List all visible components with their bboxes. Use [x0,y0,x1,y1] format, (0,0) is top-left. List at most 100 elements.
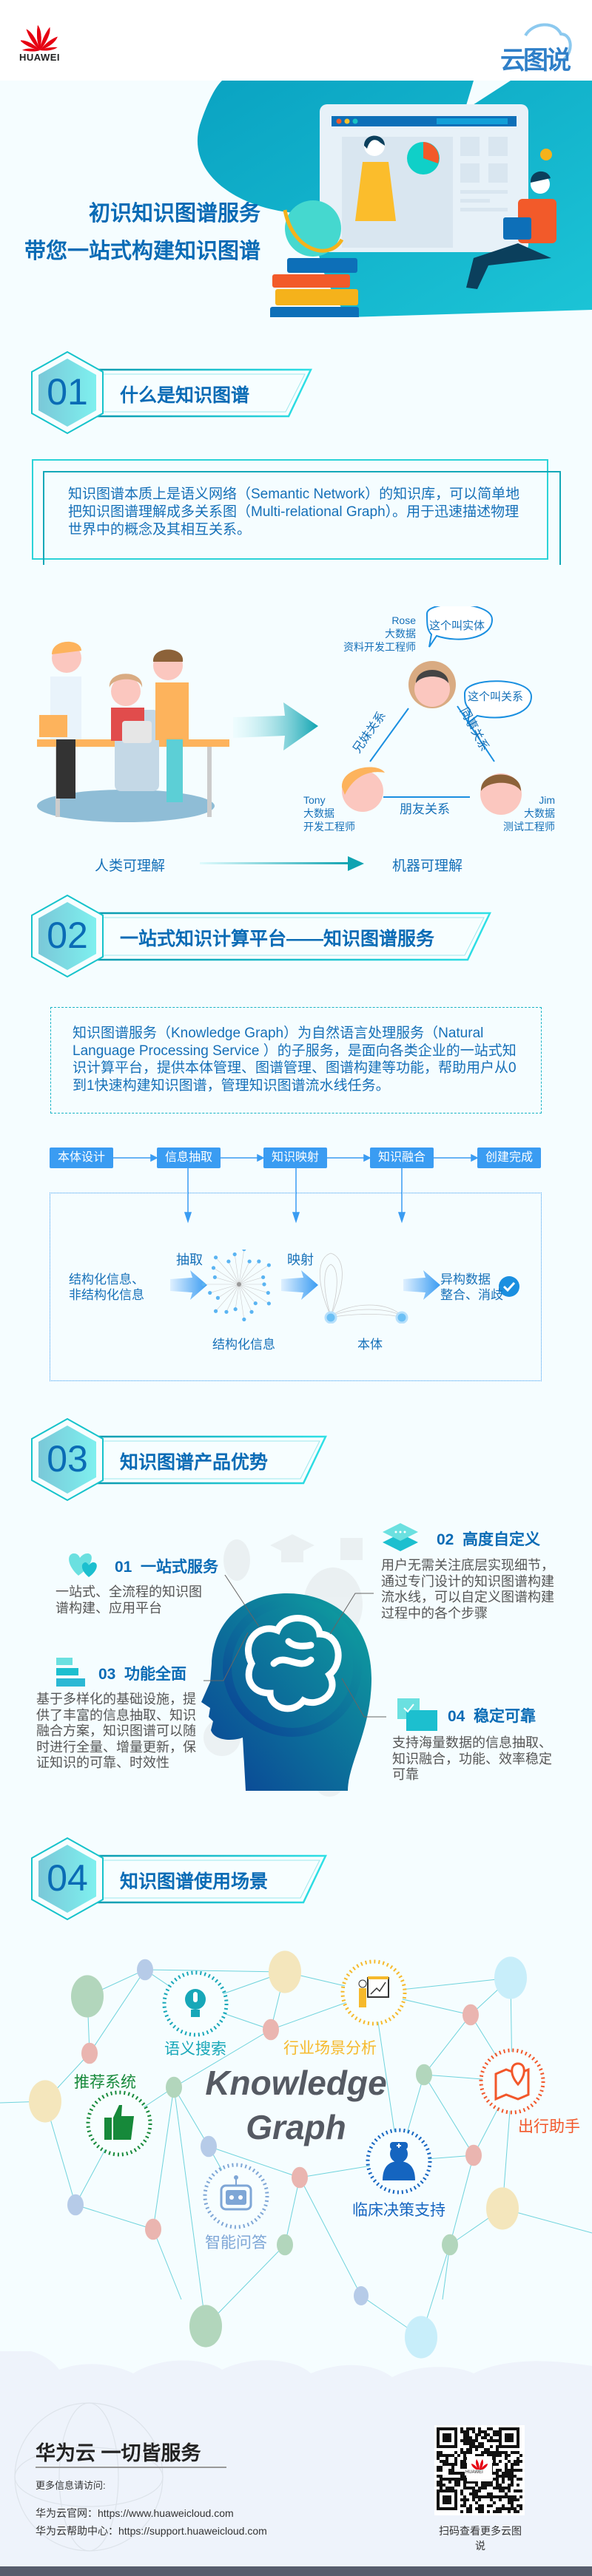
source-line2: 非结构化信息 [69,1288,144,1302]
graph-node [213,1309,218,1313]
advantage-text: 用户无需关注底层实现细节，通过专门设计的知识图谱构建流水线，可以自定义图谱构建过… [381,1558,554,1621]
network-edge [89,1969,146,2054]
help-center-link[interactable]: 华为云帮助中心：https://support.huaweicloud.com [36,2525,267,2537]
network-edge [75,2204,154,2230]
network-edges [0,1969,592,2338]
jim-name: Jim [539,794,555,806]
hero-title-line1: 初识知识图谱服务 [88,202,260,226]
flow-step-completed[interactable]: 创建完成 [477,1148,541,1168]
section-number: 01 [47,371,88,413]
human-understandable-label: 人类可理解 [95,858,166,874]
advantage-number: 04 [448,1708,465,1725]
graph-node [208,1290,212,1295]
network-edge [449,2155,474,2245]
check-card-icon [397,1698,437,1731]
network-edge [173,2087,209,2147]
advantage-title: 稳定可靠 [474,1708,536,1725]
huawei-logo [19,22,59,55]
right-arrow-icon [233,702,318,750]
official-site-link[interactable]: 华为云官网：https://www.huaweicloud.com [36,2507,234,2519]
section-badge-graphic [31,351,312,435]
huawei-petals-icon [19,25,58,52]
presentation-icon [340,1959,407,2026]
thumbs-up-icon [86,2090,152,2157]
advantage-text: 基于多样化的基础设施，提供了丰富的信息抽取、知识融合方案，知识图谱可以随时进行全… [36,1692,196,1770]
laptop [503,217,531,240]
platform-description-frame [50,1007,542,1114]
rose-name: Rose [391,614,416,626]
graph-node [242,1317,246,1322]
brain-head-illustration [201,1593,371,1791]
network-node [462,2004,479,2026]
microphone-bulb-icon [162,1970,229,2037]
pipeline-detail-frame [50,1193,542,1381]
footer-bar [0,2566,592,2576]
jim-role: 测试工程师 [503,821,555,833]
platform-description: 知识图谱服务（Knowledge Graph）为自然语言处理服务（Natural… [73,1026,517,1094]
flow-step-knowledge-fusion[interactable]: 知识融合 [370,1148,434,1168]
network-node [263,2019,279,2041]
advantage-title: 一站式服务 [141,1559,219,1576]
advantage-connector-lines [204,1575,386,1718]
graph-node [262,1282,266,1287]
flow-step-info-extraction[interactable]: 信息抽取 [157,1148,221,1168]
advantage-title: 功能全面 [124,1666,187,1683]
graph-node [266,1263,271,1267]
network-node [81,2042,98,2064]
graph-node [257,1259,261,1264]
network-edge [299,2177,362,2297]
entity-bubble [426,606,494,648]
result-line2: 整合、消歧 [440,1288,503,1302]
network-edge [423,2074,474,2156]
network-node [201,2135,217,2158]
flow-arrows [113,1153,479,1224]
tony-name: Tony [303,794,326,806]
map-pin-icon [479,2048,545,2115]
jim-dept: 大数据 [524,807,555,819]
graph-node [266,1301,271,1306]
network-edge [284,2177,300,2245]
machine-understandable-label: 机器可理解 [392,858,463,874]
description-frame-inner [43,471,561,565]
ontology-graph [319,1253,408,1323]
graph-node [261,1275,266,1280]
network-edge [423,2014,471,2075]
long-arrow-icon [200,856,364,871]
scenario-semantic-search: 语义搜索 [164,2041,226,2058]
network-node [277,2234,293,2256]
network-edge [152,2087,175,2230]
scenario-industry-analysis: 行业场景分析 [283,2040,377,2057]
network-edge [205,2244,286,2327]
flow-step-knowledge-mapping[interactable]: 知识映射 [263,1148,327,1168]
structured-info-caption: 结构化信息 [212,1338,275,1352]
flow-step-ontology-design[interactable]: 本体设计 [50,1148,113,1168]
graph-node [233,1307,238,1312]
advantage-number: 02 [437,1531,454,1548]
footer-slogan: 华为云 一切皆服务 [36,2442,201,2464]
rose-label: Rose 大数据 资料开发工程师 [326,614,416,654]
advantage-text: 支持海量数据的信息抽取、知识融合，功能、效率稳定可靠 [392,1735,552,1782]
qr-brand: HUAWEI [465,2470,484,2475]
section-title: 一站式知识计算平台——知识图谱服务 [120,929,435,949]
section-number: 02 [47,915,88,956]
scenario-travel-assistant: 出行助手 [518,2118,580,2135]
result-line1: 异构数据 [440,1272,491,1287]
knowledge-network [0,1950,592,2359]
graph-node [213,1255,218,1260]
lightbulb [540,149,552,160]
network-edge [144,1969,286,1973]
description-frame-outer [32,459,548,560]
network-node [486,2187,519,2230]
entity-bubble-text: 这个叫实体 [429,620,485,632]
fusion-result-label: 异构数据 整合、消歧 [440,1272,503,1303]
team-illustration [37,641,229,822]
relation-bubble [463,680,533,725]
graph-node [249,1309,254,1314]
hero-illustration [197,81,592,317]
graph-node [201,1282,206,1287]
relation-graph [341,606,533,815]
map-arrow-icon [281,1270,318,1300]
network-node [405,2316,437,2359]
section-badge-graphic [31,1418,327,1502]
network-node [442,2234,458,2256]
